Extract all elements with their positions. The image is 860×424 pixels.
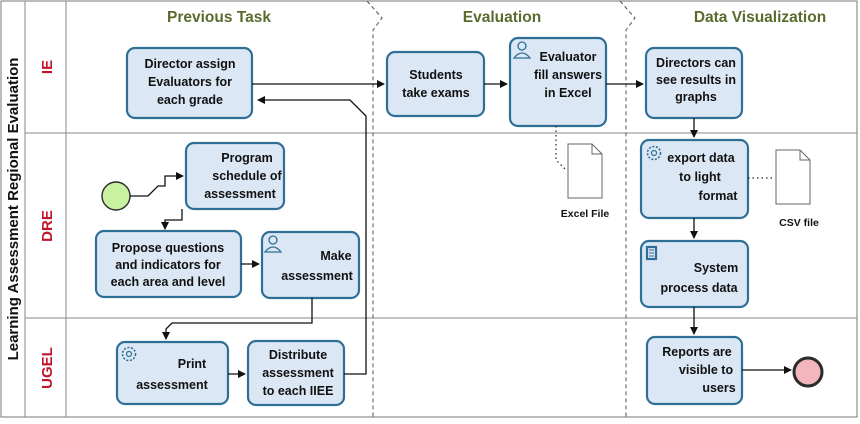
end-event[interactable] <box>792 356 824 388</box>
excel-file-document[interactable]: Excel File <box>561 143 610 220</box>
user-icon <box>263 235 283 253</box>
task-label-line: Evaluator <box>540 50 597 64</box>
task-label-line: users <box>702 381 735 395</box>
phase-separator-2 <box>619 0 636 417</box>
task-label-line: System <box>694 261 738 275</box>
task-make-assessment[interactable]: Make assessment <box>260 230 361 300</box>
task-print-assessment[interactable]: Print assessment <box>115 340 230 406</box>
task-reports-visible[interactable]: Reports are visible to users <box>645 335 744 406</box>
task-label-line: to light <box>679 170 721 184</box>
lane-label-ugel: UGEL <box>39 347 56 389</box>
task-label-line: take exams <box>402 86 469 100</box>
task-directors-see[interactable]: Directors can see results in graphs <box>644 46 744 120</box>
task-label-line: see results in <box>656 73 736 87</box>
lane-dre: DRE <box>39 210 56 242</box>
flow-make-to-print <box>162 298 313 340</box>
lane-ugel: UGEL <box>39 347 56 389</box>
task-label-line: assessment <box>136 378 208 392</box>
task-label-line: Reports are <box>662 345 732 359</box>
task-label-line: visible to <box>679 363 734 377</box>
task-label-line: graphs <box>675 90 717 104</box>
task-label-line: and indicators for <box>115 258 221 272</box>
task-label-line: Distribute <box>269 348 327 362</box>
task-label-line: assessment <box>262 366 334 380</box>
task-label-line: format <box>699 189 739 203</box>
task-label-line: assessment <box>204 187 276 201</box>
flow-start-to-program <box>130 172 184 197</box>
user-icon <box>512 41 532 59</box>
task-label-line: Students <box>409 68 463 82</box>
phase-label-dataviz: Data Visualization <box>694 9 826 26</box>
task-label-line: Print <box>178 357 207 371</box>
task-evaluator-fill[interactable]: Evaluator fill answers in Excel <box>508 36 608 128</box>
lane-ie: IE <box>39 60 56 74</box>
task-program-schedule[interactable]: Program schedule of assessment <box>184 141 286 211</box>
task-label-line: schedule of <box>212 169 282 183</box>
script-icon <box>645 245 658 261</box>
task-label-line: each area and level <box>111 275 226 289</box>
task-label-line: Program <box>221 151 272 165</box>
flow-distribute-to-director <box>257 96 367 375</box>
lane-label-ie: IE <box>39 60 56 74</box>
task-label-line: process data <box>660 281 738 295</box>
task-distribute-assessment[interactable]: Distribute assessment to each IIEE <box>246 339 346 407</box>
pool-title: Learning Assessment Regional Evaluation <box>5 58 22 361</box>
task-director-assign[interactable]: Director assign Evaluators for each grad… <box>125 46 254 120</box>
task-label-line: Evaluators for <box>148 75 232 89</box>
task-propose-questions[interactable]: Propose questions and indicators for eac… <box>94 229 243 299</box>
task-label-line: each grade <box>157 93 223 107</box>
task-export-data[interactable]: export data to light format <box>639 138 750 220</box>
csv-file-document[interactable]: CSV file <box>775 149 819 229</box>
phase-separator-1 <box>366 0 383 417</box>
task-label-line: Directors can <box>656 56 736 70</box>
flow-program-to-propose <box>161 209 183 230</box>
gear-icon <box>646 145 662 161</box>
task-label-line: assessment <box>281 269 353 283</box>
task-label-line: Director assign <box>144 57 235 71</box>
csv-file-label: CSV file <box>779 217 819 229</box>
start-event[interactable] <box>101 181 131 211</box>
phase-label-previous: Previous Task <box>167 9 271 26</box>
gear-icon <box>121 346 137 362</box>
task-label-line: to each IIEE <box>263 384 334 398</box>
task-label-line: Make <box>320 249 351 263</box>
excel-file-label: Excel File <box>561 208 610 220</box>
lane-label-dre: DRE <box>39 210 56 242</box>
phase-label-evaluation: Evaluation <box>463 9 541 26</box>
task-system-process[interactable]: System process data <box>639 239 750 309</box>
task-label-line: fill answers <box>534 68 602 82</box>
task-label-line: export data <box>667 151 735 165</box>
task-label-line: Propose questions <box>112 241 225 255</box>
task-students-exams[interactable]: Students take exams <box>385 50 486 118</box>
task-label-line: in Excel <box>544 86 591 100</box>
